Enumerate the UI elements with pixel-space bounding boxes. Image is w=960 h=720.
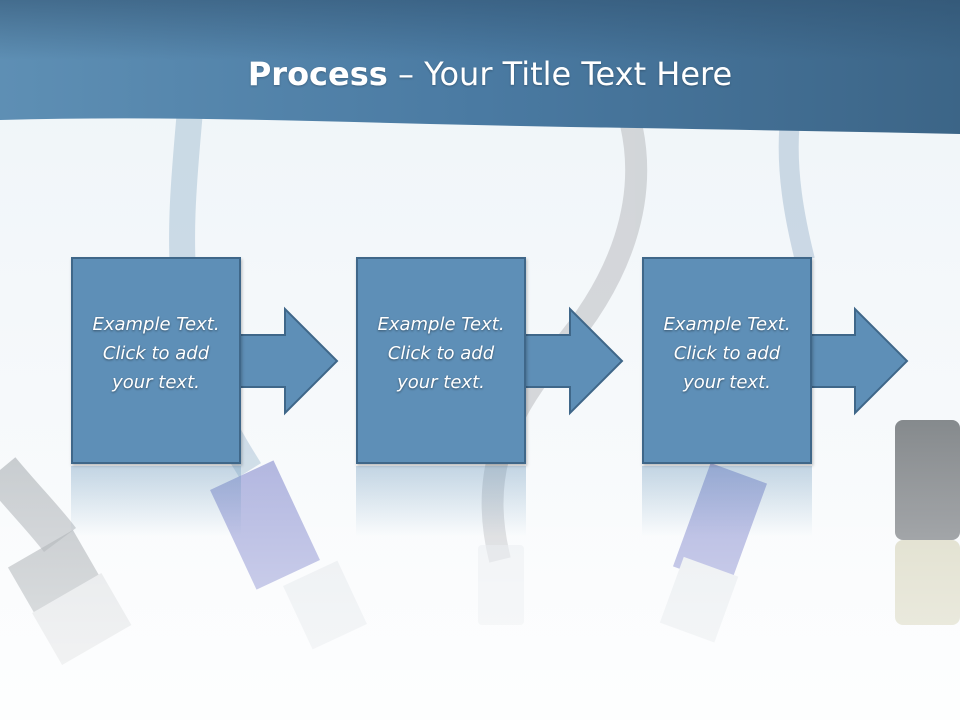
title-rest: – Your Title Text Here bbox=[387, 55, 733, 93]
slide-title[interactable]: Process – Your Title Text Here bbox=[0, 52, 960, 96]
step-box-3[interactable] bbox=[642, 257, 812, 464]
step-text-3[interactable]: Example Text. Click to add your text. bbox=[663, 314, 791, 393]
step-reflection-2 bbox=[356, 466, 526, 536]
step-box-1[interactable] bbox=[71, 257, 241, 464]
step-text-1[interactable]: Example Text. Click to add your text. bbox=[92, 314, 220, 393]
step-reflection-3 bbox=[642, 466, 812, 536]
title-bold: Process bbox=[247, 55, 388, 93]
step-box-2[interactable] bbox=[356, 257, 526, 464]
step-text-2[interactable]: Example Text. Click to add your text. bbox=[377, 314, 505, 393]
step-reflection-1 bbox=[71, 466, 241, 536]
